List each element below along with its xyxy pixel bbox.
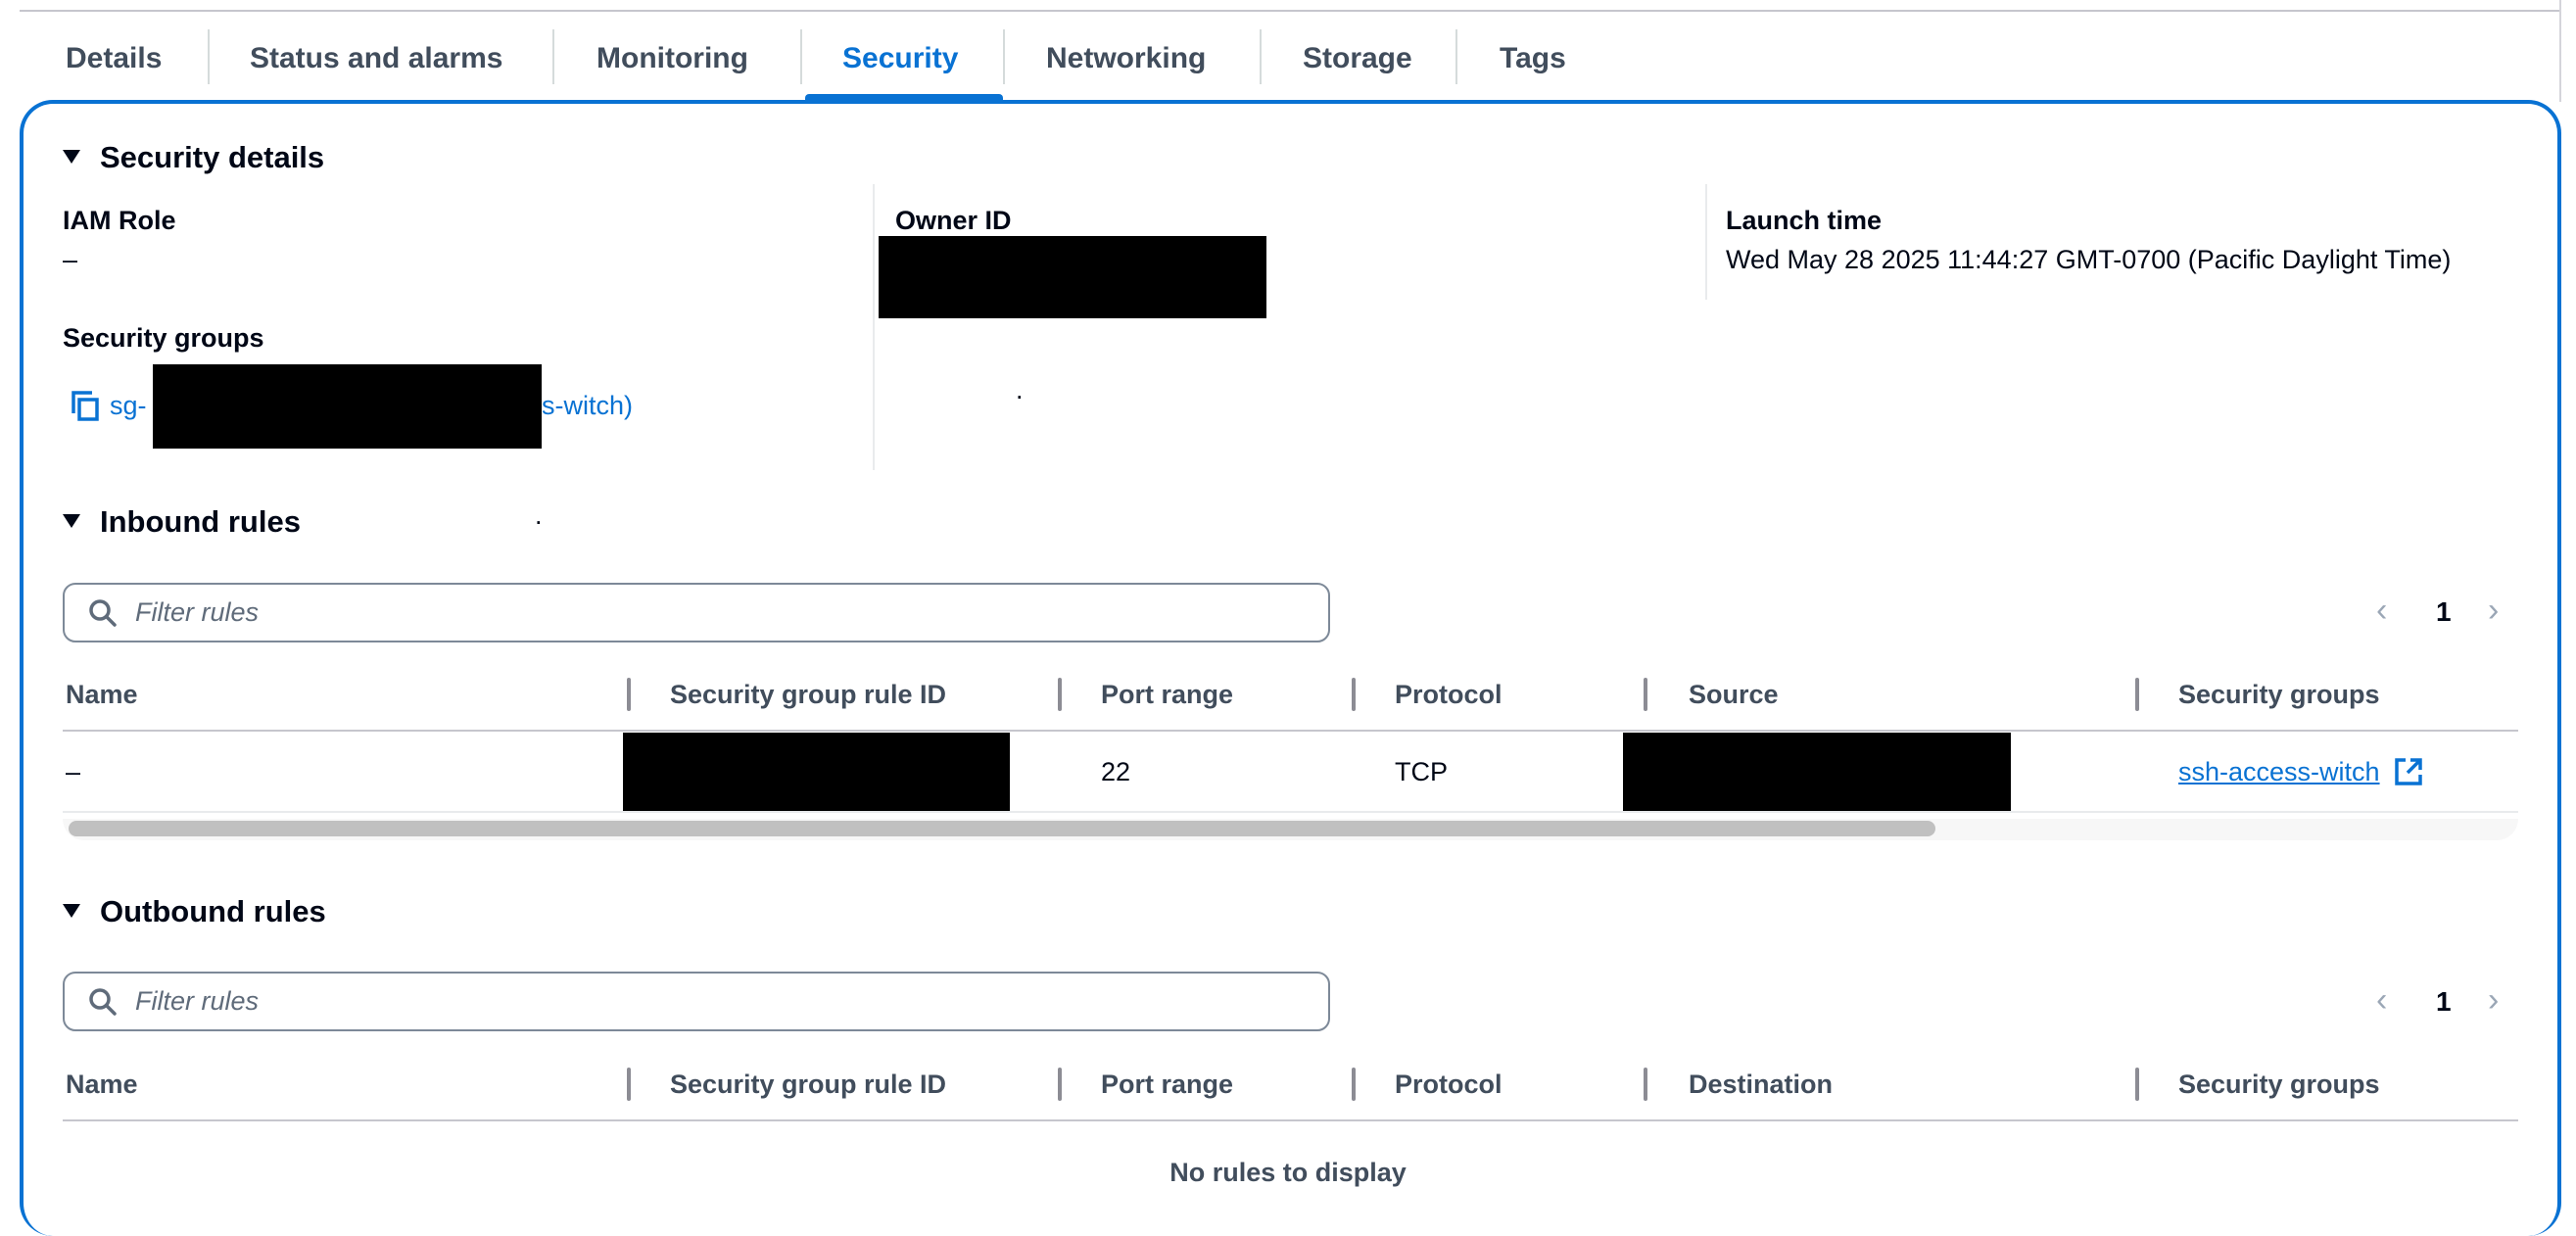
rule-protocol: TCP (1395, 757, 1448, 786)
active-tab-indicator (805, 94, 1003, 100)
security-group-link-suffix[interactable]: s-witch) (542, 391, 633, 420)
iam-role-value: – (63, 245, 78, 274)
previous-page-button[interactable]: ‹ (2376, 592, 2388, 629)
page-number[interactable]: 1 (2436, 986, 2452, 1017)
column-resizer[interactable] (1058, 678, 1062, 711)
scrollbar-thumb[interactable] (69, 821, 1935, 836)
launch-time-value: Wed May 28 2025 11:44:27 GMT-0700 (Pacif… (1726, 245, 2452, 274)
tab-details[interactable]: Details (66, 42, 163, 74)
column-header-destination[interactable]: Destination (1689, 1070, 1834, 1099)
column-divider (873, 184, 875, 470)
column-header-rule-id[interactable]: Security group rule ID (670, 1070, 947, 1099)
rule-name: – (66, 757, 81, 786)
next-page-button[interactable]: › (2488, 981, 2500, 1019)
column-header-protocol[interactable]: Protocol (1395, 680, 1503, 709)
column-header-source[interactable]: Source (1689, 680, 1779, 709)
stray-dot: . (535, 500, 543, 530)
column-header-port-range[interactable]: Port range (1101, 1070, 1234, 1099)
owner-id-label: Owner ID (895, 206, 1012, 235)
column-resizer[interactable] (1352, 678, 1356, 711)
inbound-filter-field[interactable] (135, 597, 1213, 628)
stray-dot: . (1016, 375, 1024, 404)
tab-separator (1260, 29, 1262, 84)
column-resizer[interactable] (2135, 1068, 2139, 1101)
column-resizer[interactable] (2135, 678, 2139, 711)
column-header-protocol[interactable]: Protocol (1395, 1070, 1503, 1099)
tab-separator (800, 29, 802, 84)
next-page-button[interactable]: › (2488, 592, 2500, 629)
tab-separator (208, 29, 210, 84)
outbound-filter-input[interactable] (63, 972, 1330, 1031)
tab-networking[interactable]: Networking (1046, 42, 1207, 74)
column-header-name[interactable]: Name (66, 1070, 138, 1099)
header-divider (63, 1119, 2518, 1121)
tab-tags[interactable]: Tags (1500, 42, 1566, 74)
column-header-port-range[interactable]: Port range (1101, 680, 1234, 709)
column-resizer[interactable] (1352, 1068, 1356, 1101)
inbound-rules-toggle[interactable]: Inbound rules (63, 502, 301, 542)
copy-icon[interactable] (71, 390, 100, 421)
top-divider (20, 10, 2561, 12)
outbound-filter-field[interactable] (135, 986, 1213, 1017)
section-title: Security details (100, 140, 325, 174)
page-number[interactable]: 1 (2436, 596, 2452, 627)
tab-separator (1455, 29, 1457, 84)
security-details-toggle[interactable]: Security details (63, 138, 324, 177)
tab-panel (20, 100, 2561, 1236)
column-header-name[interactable]: Name (66, 680, 138, 709)
column-divider (1705, 184, 1707, 300)
security-group-link[interactable]: sg- (110, 391, 147, 420)
caret-down-icon (63, 903, 80, 918)
search-icon (89, 598, 117, 627)
tab-separator (1003, 29, 1005, 84)
redacted-block (1623, 733, 2011, 811)
security-group-link[interactable]: ssh-access-witch (2178, 757, 2380, 786)
row-divider (63, 811, 2518, 813)
column-resizer[interactable] (1058, 1068, 1062, 1101)
column-header-security-groups[interactable]: Security groups (2178, 1070, 2380, 1099)
header-divider (63, 730, 2518, 732)
outbound-rules-toggle[interactable]: Outbound rules (63, 892, 326, 931)
tab-monitoring[interactable]: Monitoring (596, 42, 748, 74)
section-title: Outbound rules (100, 894, 326, 928)
iam-role-label: IAM Role (63, 206, 176, 235)
column-resizer[interactable] (627, 678, 631, 711)
inbound-filter-input[interactable] (63, 583, 1330, 642)
redacted-block (153, 364, 542, 449)
empty-state-text: No rules to display (1169, 1158, 1407, 1187)
column-resizer[interactable] (627, 1068, 631, 1101)
tab-separator (552, 29, 554, 84)
search-icon (89, 987, 117, 1016)
launch-time-label: Launch time (1726, 206, 1883, 235)
right-divider (2559, 0, 2561, 102)
redacted-block (879, 236, 1266, 318)
tab-security[interactable]: Security (842, 42, 959, 74)
column-header-security-groups[interactable]: Security groups (2178, 680, 2380, 709)
rule-port-range: 22 (1101, 757, 1131, 786)
section-title: Inbound rules (100, 504, 301, 539)
previous-page-button[interactable]: ‹ (2376, 981, 2388, 1019)
caret-down-icon (63, 149, 80, 164)
column-resizer[interactable] (1644, 1068, 1647, 1101)
external-link-icon[interactable] (2394, 757, 2423, 786)
redacted-block (623, 733, 1010, 811)
column-header-rule-id[interactable]: Security group rule ID (670, 680, 947, 709)
tab-status-and-alarms[interactable]: Status and alarms (250, 42, 503, 74)
security-groups-label: Security groups (63, 323, 264, 353)
column-resizer[interactable] (1644, 678, 1647, 711)
caret-down-icon (63, 513, 80, 528)
tab-storage[interactable]: Storage (1303, 42, 1412, 74)
